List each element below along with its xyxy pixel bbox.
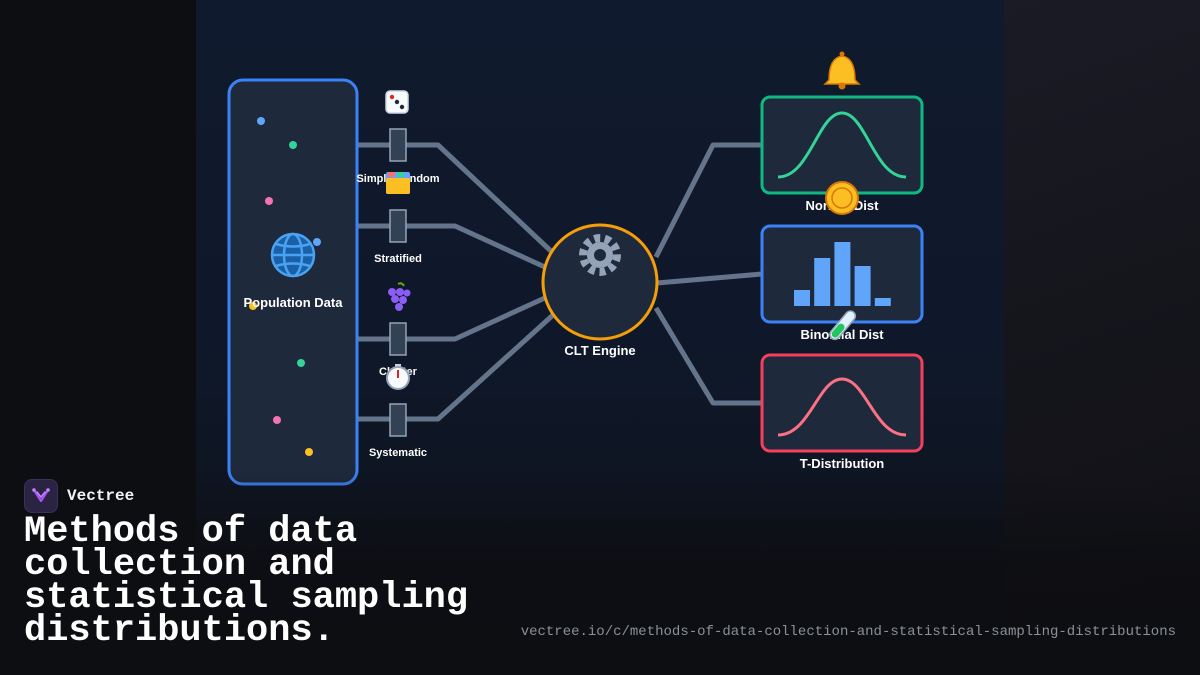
method-simple-random: Simple Random — [356, 90, 440, 185]
connector-binomial — [656, 271, 763, 286]
data-point — [305, 448, 313, 456]
dist-normal: Normal Dist — [760, 51, 924, 213]
method-node — [389, 209, 407, 243]
data-point — [289, 141, 297, 149]
bell-icon — [823, 51, 861, 90]
method-node — [389, 322, 407, 356]
globe-icon — [270, 232, 316, 278]
dice-icon — [385, 90, 409, 114]
dist-box — [760, 353, 924, 453]
connector-systematic — [358, 313, 555, 422]
page-url[interactable]: vectree.io/c/methods-of-data-collection-… — [520, 624, 1176, 640]
normal-curve — [777, 111, 907, 179]
brand: Vectree — [24, 479, 134, 513]
data-point — [249, 302, 257, 310]
binomial-bar — [834, 242, 851, 306]
population-label: Population Data — [244, 295, 344, 310]
stopwatch-icon — [386, 364, 410, 390]
connectors — [358, 142, 763, 422]
method-node — [389, 128, 407, 162]
card-index-dividers-icon — [386, 172, 410, 194]
test-tube-icon — [829, 310, 857, 341]
coin-icon — [825, 181, 859, 215]
connector-cluster — [358, 294, 549, 342]
method-label: Stratified — [374, 253, 422, 265]
method-label: Systematic — [369, 447, 427, 459]
population-box — [227, 78, 359, 486]
engine-label: CLT Engine — [564, 343, 635, 358]
population-panel: Population Data — [227, 78, 359, 486]
binomial-bar — [814, 258, 831, 306]
connector-simple-random — [358, 142, 555, 255]
binomial-bar — [874, 298, 891, 306]
method-stratified: Stratified — [374, 172, 422, 265]
connector-t — [653, 306, 762, 406]
brand-name: Vectree — [67, 487, 135, 505]
engine-circle — [541, 223, 659, 341]
connector-normal — [653, 142, 762, 259]
vectree-logo-icon — [24, 479, 58, 513]
data-point — [297, 359, 305, 367]
data-point — [313, 238, 321, 246]
method-node — [389, 403, 407, 437]
dist-binomial: Binomial Dist — [760, 181, 924, 342]
data-point — [265, 197, 273, 205]
dist-label: T-Distribution — [800, 456, 885, 471]
method-systematic: Systematic — [369, 364, 427, 459]
binomial-bars — [794, 242, 891, 306]
gear-icon — [579, 234, 621, 276]
t-curve — [777, 377, 907, 437]
binomial-bar — [854, 266, 871, 306]
page-title: Methods of data collection and statistic… — [24, 511, 469, 652]
dist-box — [760, 95, 924, 195]
data-point — [257, 117, 265, 125]
method-cluster: Cluster — [379, 282, 418, 378]
data-point — [273, 416, 281, 424]
dist-t: T-Distribution — [760, 353, 924, 471]
clt-engine: CLT Engine — [541, 223, 659, 358]
grapes-icon — [388, 282, 411, 311]
binomial-bar — [794, 290, 810, 306]
